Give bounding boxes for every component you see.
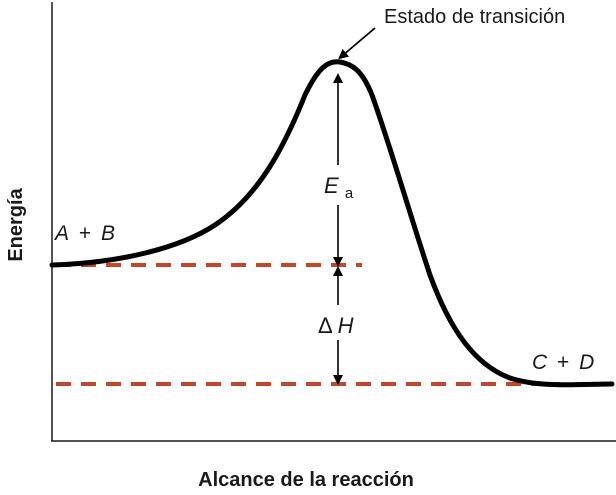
enthalpy-symbol: H (338, 313, 354, 338)
reaction-energy-curve (49, 59, 615, 388)
product-d: D (579, 351, 594, 374)
reactant-b: B (101, 222, 115, 245)
x-axis-label: Alcance de la reacción (198, 469, 414, 491)
transition-state-pointer (338, 27, 376, 60)
enthalpy-change-label: Δ H (318, 313, 354, 338)
products-plus: + (557, 351, 569, 374)
activation-energy-symbol: E (324, 173, 339, 198)
reactant-a: A (53, 222, 69, 245)
product-c: C (532, 351, 548, 374)
activation-energy-subscript: a (345, 185, 354, 202)
products-label: C + D (532, 351, 594, 374)
reactants-label: A + B (53, 222, 115, 245)
reactants-plus: + (79, 222, 91, 245)
activation-energy-label: E a (324, 173, 354, 202)
transition-state-label: Estado de transición (384, 6, 565, 28)
enthalpy-delta: Δ (318, 313, 333, 338)
y-axis-label: Energía (5, 187, 27, 261)
